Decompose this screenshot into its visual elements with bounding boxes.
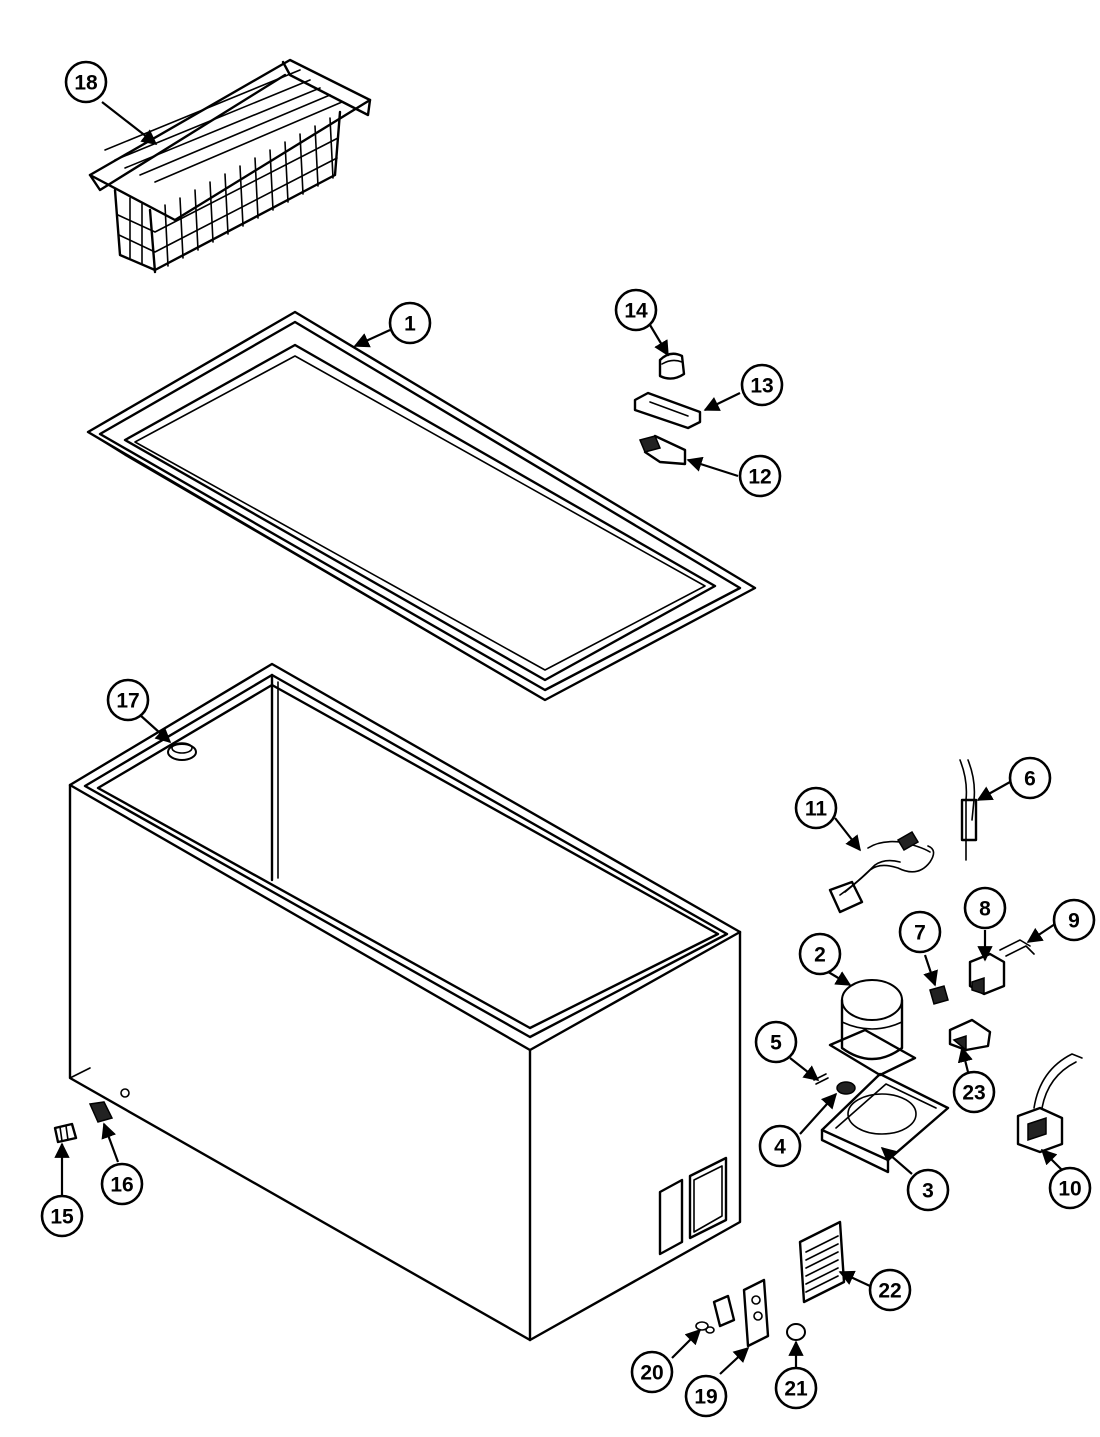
callout-2: 2	[798, 932, 842, 976]
relay	[968, 952, 1006, 996]
callout-3: 3	[906, 1168, 950, 1212]
freezer-cabinet	[68, 662, 742, 1342]
thermostat-switch	[695, 1294, 736, 1334]
drain-plug	[167, 742, 197, 761]
grommet	[836, 1081, 856, 1095]
callout-19: 19	[684, 1374, 728, 1418]
wire-basket	[88, 58, 372, 274]
callout-13: 13	[740, 363, 784, 407]
overload	[929, 985, 949, 1005]
callout-23: 23	[952, 1070, 996, 1114]
callout-label-6: 6	[1024, 768, 1036, 791]
power-cord	[828, 830, 935, 914]
callout-label-8: 8	[979, 898, 991, 921]
callout-label-10: 10	[1058, 1178, 1081, 1201]
callout-11: 11	[794, 786, 838, 830]
callout-6: 6	[1008, 756, 1052, 800]
callout-label-15: 15	[50, 1206, 74, 1229]
callout-label-12: 12	[748, 466, 771, 489]
callout-label-17: 17	[116, 690, 139, 713]
hinge-block	[638, 434, 687, 466]
clip	[999, 939, 1035, 957]
callout-17: 17	[106, 678, 150, 722]
drain-fitting	[53, 1122, 78, 1144]
leader-lines	[54, 101, 1063, 1375]
callout-20: 20	[630, 1350, 674, 1394]
grille	[798, 1220, 846, 1304]
callout-label-19: 19	[694, 1386, 717, 1409]
callout-label-9: 9	[1068, 910, 1080, 933]
control-plate	[742, 1278, 770, 1348]
compressor	[828, 979, 917, 1077]
callout-label-1: 1	[404, 313, 416, 336]
relay-cover	[948, 1018, 992, 1052]
callout-label-22: 22	[878, 1280, 901, 1303]
hinge-bracket	[633, 391, 702, 430]
callout-15: 15	[40, 1194, 84, 1238]
callout-7: 7	[898, 910, 942, 954]
callout-14: 14	[614, 288, 658, 332]
callout-16: 16	[100, 1162, 144, 1206]
drain-cover	[88, 1101, 114, 1123]
callout-label-13: 13	[750, 375, 773, 398]
knob	[786, 1323, 806, 1341]
callout-22: 22	[868, 1268, 912, 1312]
callout-label-4: 4	[774, 1136, 786, 1159]
callout-label-21: 21	[784, 1378, 808, 1401]
callout-5: 5	[754, 1020, 798, 1064]
callout-label-5: 5	[770, 1032, 782, 1055]
thermostat-sensor	[959, 759, 978, 861]
callout-9: 9	[1052, 898, 1096, 942]
callout-21: 21	[774, 1366, 818, 1410]
callout-4: 4	[758, 1124, 802, 1168]
callout-18: 18	[64, 60, 108, 104]
callout-label-2: 2	[814, 944, 826, 967]
callout-label-23: 23	[962, 1082, 985, 1105]
callout-label-16: 16	[110, 1174, 133, 1197]
lid-gasket	[86, 310, 757, 702]
callout-12: 12	[738, 454, 782, 498]
callout-label-18: 18	[74, 72, 98, 95]
callout-1: 1	[388, 301, 432, 345]
compressor-base-plate	[820, 1072, 950, 1174]
callout-label-3: 3	[922, 1180, 934, 1203]
callout-label-20: 20	[640, 1362, 663, 1385]
callout-label-7: 7	[914, 922, 926, 945]
callout-label-14: 14	[624, 300, 648, 323]
callout-label-11: 11	[805, 798, 828, 821]
callout-8: 8	[963, 886, 1007, 930]
hinge-cap	[658, 352, 686, 380]
condenser-component	[1016, 1053, 1083, 1154]
callout-10: 10	[1048, 1166, 1092, 1210]
